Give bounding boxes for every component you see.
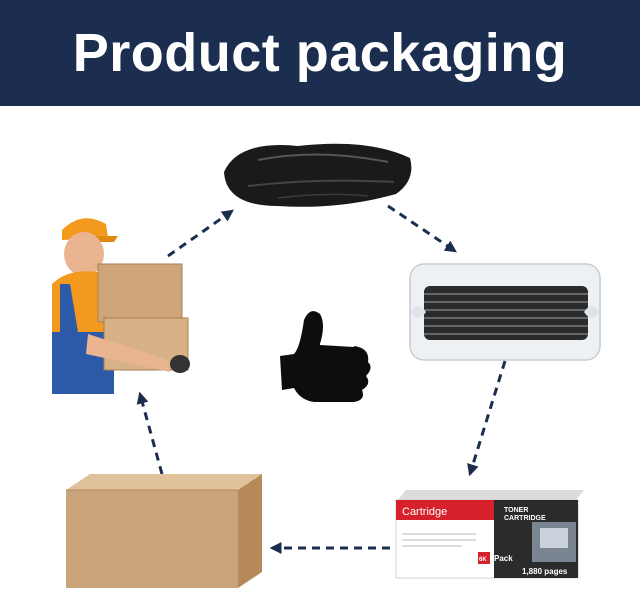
page-yield: 1,880 pages: [522, 567, 568, 576]
thumbs-up-icon: [270, 306, 376, 418]
toner-type-line1: TONER: [504, 507, 528, 514]
arrow-cardboard-to-worker: [140, 394, 162, 474]
arrow-aircolumn-to-tonerbox: [470, 361, 505, 474]
pack-label: Pack: [494, 554, 513, 563]
black-bag-icon: [218, 136, 416, 212]
cartridge-brand: Cartridge: [402, 506, 447, 518]
cardboard-box-icon: [62, 472, 266, 590]
toner-box-icon: Cartridge TONER CARTRIDGE 6K Pack 1,880 …: [392, 488, 588, 580]
packaging-flow: Cartridge TONER CARTRIDGE 6K Pack 1,880 …: [0, 106, 640, 594]
toner-type-line2: CARTRIDGE: [504, 515, 546, 522]
arrow-bag-to-aircolumn: [388, 206, 455, 251]
delivery-worker-illustration: [48, 214, 198, 394]
page-title: Product packaging: [73, 22, 568, 84]
air-column-bag-icon: [408, 260, 602, 364]
pack-badge: 6K: [479, 557, 487, 563]
header-banner: Product packaging: [0, 0, 640, 106]
